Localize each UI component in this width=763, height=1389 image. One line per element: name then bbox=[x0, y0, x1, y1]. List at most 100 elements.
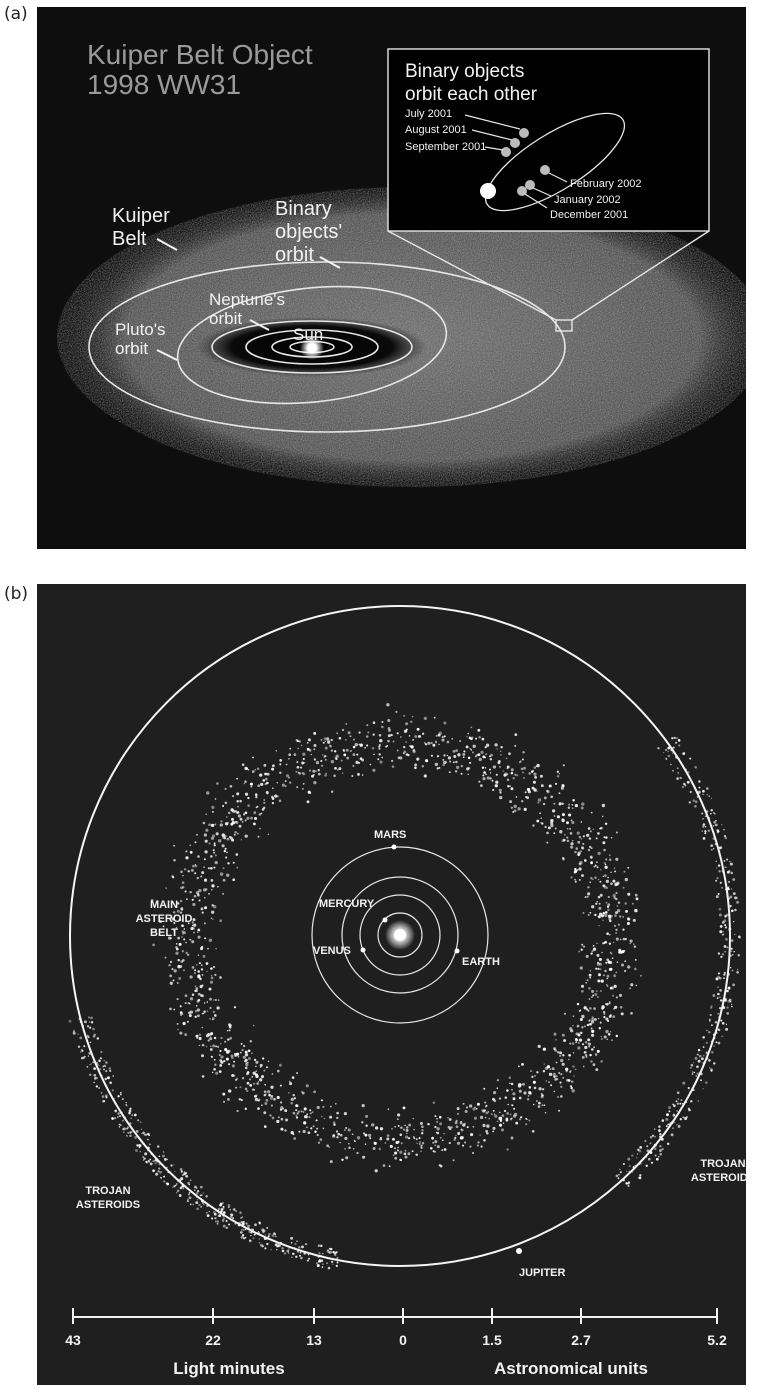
asteroid-dot bbox=[687, 1107, 691, 1110]
asteroid-dot bbox=[271, 1073, 274, 1075]
asteroid-dot bbox=[399, 1158, 402, 1161]
asteroid-dot bbox=[286, 1249, 290, 1253]
asteroid-dot bbox=[723, 971, 727, 975]
asteroid-dot bbox=[228, 1089, 232, 1093]
asteroid-dot bbox=[498, 1097, 502, 1100]
asteroid-dot bbox=[201, 1026, 204, 1029]
asteroid-dot bbox=[492, 765, 497, 769]
asteroid-dot bbox=[536, 819, 540, 823]
asteroid-dot bbox=[201, 974, 204, 976]
asteroid-dot bbox=[594, 992, 598, 997]
scale-tick-5-2: 5.2 bbox=[707, 1332, 727, 1348]
asteroid-dot bbox=[645, 1164, 648, 1167]
asteroid-dot bbox=[137, 1119, 140, 1122]
asteroid-dot bbox=[241, 1229, 243, 1231]
asteroid-dot bbox=[615, 857, 619, 861]
asteroid-dot bbox=[568, 803, 570, 806]
asteroid-dot bbox=[247, 1057, 251, 1060]
asteroid-dot bbox=[425, 759, 429, 763]
kuiper-belt-pointer bbox=[156, 238, 178, 251]
asteroid-dot bbox=[255, 1070, 257, 1072]
asteroid-dot bbox=[302, 1129, 306, 1134]
asteroid-dot bbox=[260, 1075, 265, 1079]
asteroid-dot bbox=[289, 747, 292, 750]
asteroid-dot bbox=[179, 911, 183, 914]
asteroid-dot bbox=[402, 1128, 406, 1131]
asteroid-dot bbox=[544, 1111, 547, 1114]
asteroid-dot bbox=[224, 787, 227, 791]
zoom-line-right bbox=[571, 230, 710, 321]
sun-icon bbox=[394, 929, 406, 941]
asteroid-dot bbox=[262, 1229, 266, 1233]
asteroid-dot bbox=[109, 1069, 112, 1073]
asteroid-dot bbox=[509, 800, 513, 804]
asteroid-dot bbox=[506, 1112, 509, 1115]
asteroid-dot bbox=[718, 1006, 722, 1010]
asteroid-dot bbox=[553, 1032, 557, 1036]
asteroid-dot bbox=[635, 897, 639, 901]
asteroid-dot bbox=[227, 1204, 231, 1207]
asteroid-dot bbox=[510, 787, 514, 791]
asteroid-dot bbox=[616, 881, 620, 885]
asteroid-dot bbox=[128, 1111, 131, 1115]
asteroid-dot bbox=[546, 841, 549, 844]
asteroid-dot bbox=[233, 1060, 236, 1063]
asteroid-dot bbox=[159, 920, 162, 924]
asteroid-dot bbox=[597, 961, 600, 964]
asteroid-dot bbox=[439, 1136, 442, 1139]
asteroid-dot bbox=[613, 867, 616, 869]
asteroid-dot bbox=[587, 848, 591, 852]
asteroid-dot bbox=[141, 1133, 143, 1135]
asteroid-dot bbox=[120, 1093, 122, 1096]
neptune-orbit-label-1: Neptune's bbox=[209, 290, 285, 309]
asteroid-dot bbox=[257, 1099, 260, 1102]
asteroid-dot bbox=[419, 1121, 423, 1125]
asteroid-dot bbox=[414, 763, 418, 767]
asteroid-dot bbox=[335, 754, 339, 758]
asteroid-dot bbox=[119, 1091, 122, 1094]
asteroid-dot bbox=[178, 1194, 182, 1197]
asteroid-dot bbox=[537, 1105, 541, 1108]
asteroid-dot bbox=[496, 748, 498, 750]
asteroid-dot bbox=[614, 1005, 618, 1009]
asteroid-dot bbox=[89, 1021, 91, 1023]
asteroid-dot bbox=[178, 942, 182, 946]
asteroid-dot bbox=[592, 878, 594, 881]
asteroid-dot bbox=[194, 841, 197, 844]
asteroid-dot bbox=[285, 763, 288, 766]
asteroid-dot bbox=[679, 777, 681, 779]
asteroid-dot bbox=[198, 1044, 201, 1047]
asteroid-dot bbox=[649, 1135, 653, 1139]
asteroid-dot bbox=[233, 833, 236, 836]
asteroid-dot bbox=[665, 1117, 669, 1121]
asteroid-dot bbox=[349, 749, 352, 753]
asteroid-dot bbox=[176, 1022, 179, 1025]
asteroid-dot bbox=[472, 744, 476, 748]
asteroid-dot bbox=[555, 1075, 558, 1078]
asteroid-dot bbox=[334, 1102, 337, 1105]
asteroid-dot bbox=[596, 942, 598, 945]
asteroid-dot bbox=[510, 806, 514, 809]
asteroid-dot bbox=[176, 1189, 180, 1193]
asteroid-dot bbox=[365, 735, 369, 738]
asteroid-dot bbox=[210, 976, 214, 980]
asteroid-dot bbox=[196, 876, 199, 880]
asteroid-dot bbox=[638, 1176, 642, 1180]
asteroid-dot bbox=[450, 1126, 453, 1129]
asteroid-dot bbox=[222, 1205, 225, 1208]
asteroid-dot bbox=[599, 968, 602, 971]
asteroid-dot bbox=[173, 844, 176, 847]
asteroid-dot bbox=[542, 802, 546, 806]
inset-date-july-2001: July 2001 bbox=[405, 108, 452, 120]
asteroid-dot bbox=[724, 926, 728, 929]
asteroid-dot bbox=[323, 737, 327, 740]
asteroid-dot bbox=[159, 1176, 162, 1179]
asteroid-dot bbox=[583, 1006, 587, 1010]
asteroid-dot bbox=[485, 743, 490, 747]
asteroid-dot bbox=[478, 736, 481, 739]
asteroid-dot bbox=[509, 1113, 512, 1116]
asteroid-dot bbox=[172, 979, 175, 982]
asteroid-dot bbox=[687, 1086, 690, 1089]
asteroid-dot bbox=[619, 938, 622, 941]
asteroid-dot bbox=[193, 972, 196, 975]
